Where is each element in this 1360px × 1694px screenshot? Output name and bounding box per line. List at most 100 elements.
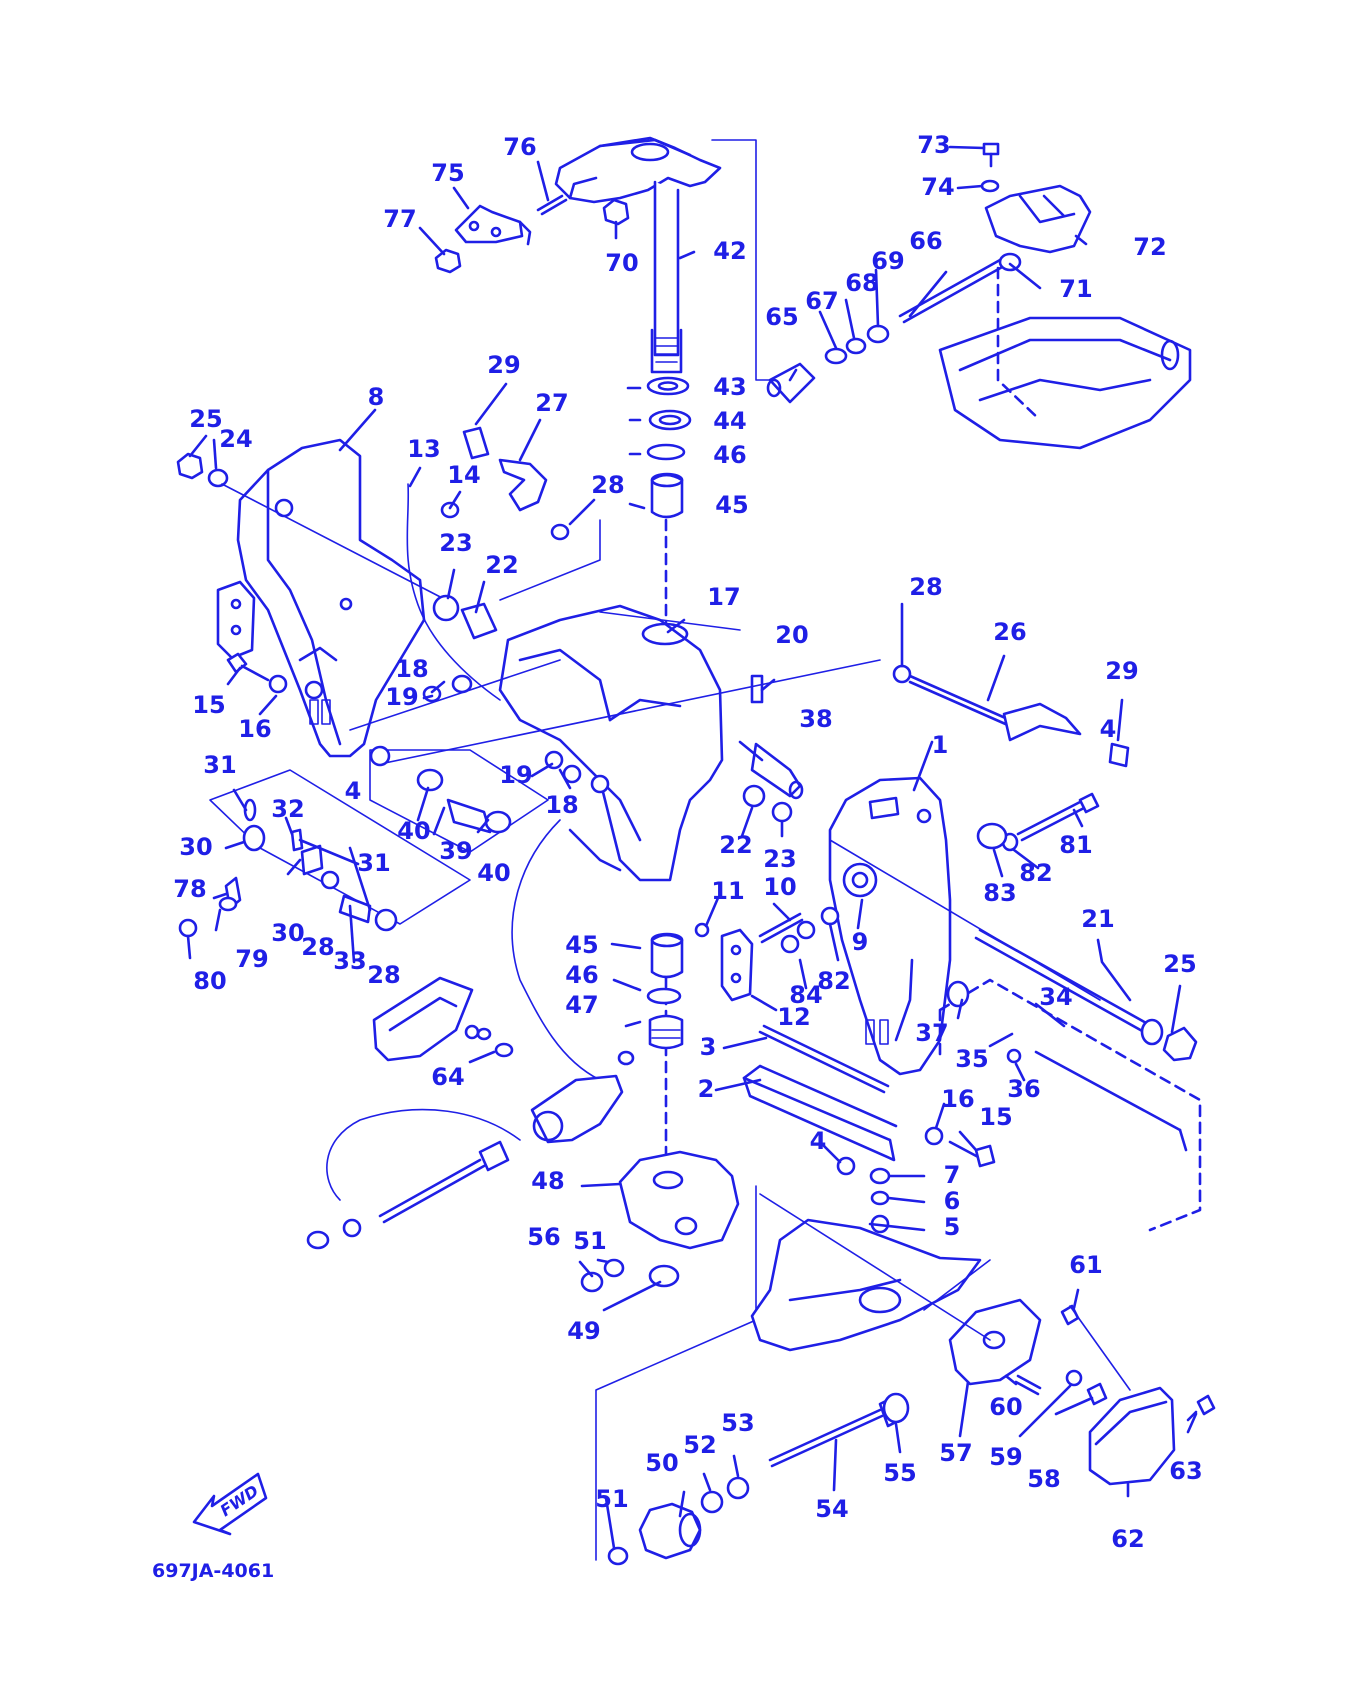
part-label-28: 28 [367, 961, 400, 989]
part-label-35: 35 [955, 1045, 988, 1073]
part-label-37: 37 [915, 1019, 948, 1047]
part-label-4: 4 [345, 777, 362, 805]
nut-25-right [1140, 1018, 1198, 1062]
washer-56 [580, 1271, 604, 1293]
part-label-29: 29 [487, 351, 520, 379]
motor-64 [530, 1074, 624, 1144]
part-label-46: 46 [713, 441, 746, 469]
cable-loop [511, 819, 601, 1081]
part-label-13: 13 [407, 435, 440, 463]
part-label-74: 74 [921, 173, 954, 201]
part-label-51: 51 [573, 1227, 606, 1255]
part-label-81: 81 [1059, 831, 1092, 859]
lever-27 [498, 458, 548, 512]
swivel-bracket-17 [498, 604, 724, 882]
part-label-49: 49 [567, 1317, 600, 1345]
part-label-32: 32 [271, 795, 304, 823]
washer-68 [845, 337, 867, 355]
steering-bracket-part [554, 136, 722, 204]
part-label-29: 29 [1105, 657, 1138, 685]
washer-83 [976, 822, 1008, 850]
part-label-50: 50 [645, 1449, 678, 1477]
part-label-2: 2 [698, 1075, 715, 1103]
parts-19-18-mid [422, 674, 610, 794]
plate-3 [758, 1024, 890, 1094]
part-label-60: 60 [989, 1393, 1022, 1421]
part-label-31: 31 [357, 849, 390, 877]
part-label-30: 30 [179, 833, 212, 861]
part-label-23: 23 [439, 529, 472, 557]
stud-76 [536, 194, 568, 216]
parts-84 [780, 920, 816, 954]
tube-38 [750, 742, 804, 800]
part-4-left [369, 745, 391, 767]
part-4-right [836, 1156, 856, 1176]
part-label-76: 76 [503, 133, 536, 161]
bolt-28-top [550, 523, 570, 541]
lower-case [750, 1218, 982, 1352]
parts-40-39 [416, 768, 512, 834]
part-label-15: 15 [192, 691, 225, 719]
part-label-18: 18 [395, 655, 428, 683]
part-label-68: 68 [845, 269, 878, 297]
part-label-47: 47 [565, 991, 598, 1019]
part-label-71: 71 [1059, 275, 1092, 303]
bolt-58 [1086, 1382, 1108, 1406]
part-label-42: 42 [713, 237, 746, 265]
bracket-75 [454, 204, 532, 246]
washer-51-bottom [607, 1546, 629, 1566]
part-label-45: 45 [715, 491, 748, 519]
bushing-22-top [460, 602, 498, 640]
part-label-77: 77 [383, 205, 416, 233]
part-label-44: 44 [713, 407, 746, 435]
bushing-22-right [742, 784, 766, 808]
part-label-20: 20 [775, 621, 808, 649]
part-label-12: 12 [777, 1003, 810, 1031]
part-label-40: 40 [397, 817, 430, 845]
washer-55 [882, 1392, 910, 1424]
part-label-58: 58 [1027, 1465, 1060, 1493]
cable-loop-lower [326, 1108, 521, 1201]
bolt-63 [1186, 1394, 1216, 1422]
nut-49 [648, 1264, 680, 1288]
part-label-17: 17 [707, 583, 740, 611]
bushing-50 [638, 1502, 702, 1560]
part-label-33: 33 [333, 947, 366, 975]
part-label-25: 25 [1163, 950, 1196, 978]
part-label-5: 5 [944, 1213, 961, 1241]
part-label-75: 75 [431, 159, 464, 187]
washer-51-top [603, 1258, 625, 1278]
part-37 [946, 980, 970, 1008]
bolt-15-right [948, 1140, 996, 1168]
part-number-labels: 1 2 3 4 4 4 5 6 7 8 9 10 11 12 13 14 15 … [173, 131, 1202, 1553]
part-label-62: 62 [1111, 1525, 1144, 1553]
part-label-55: 55 [883, 1459, 916, 1487]
part-label-83: 83 [983, 879, 1016, 907]
cover-62 [1088, 1386, 1176, 1486]
plate-oil-pan [938, 316, 1192, 450]
dashed-box-34 [938, 978, 1202, 1232]
small-parts-64 [464, 1024, 635, 1066]
part-label-15: 15 [979, 1103, 1012, 1131]
fwd-arrow-icon: FWD [192, 1472, 268, 1536]
washer-23-right [771, 801, 793, 823]
part-label-67: 67 [805, 287, 838, 315]
dashed-link-71 [996, 266, 1042, 422]
part-label-25: 25 [189, 405, 222, 433]
part-label-51: 51 [595, 1485, 628, 1513]
bracket-48 [618, 1150, 740, 1250]
clamp-bracket-1 [828, 776, 952, 1076]
bolt-10 [758, 912, 804, 944]
part-label-84: 84 [789, 981, 822, 1009]
washer-lower-left-2 [342, 1218, 362, 1238]
part-label-6: 6 [944, 1187, 961, 1215]
part-label-56: 56 [527, 1223, 560, 1251]
plate-64-area [372, 976, 474, 1062]
part-29-top [462, 426, 490, 460]
part-label-53: 53 [721, 1409, 754, 1437]
part-label-9: 9 [852, 928, 869, 956]
part-9 [820, 906, 840, 926]
bracket-57 [948, 1298, 1042, 1386]
part-label-57: 57 [939, 1439, 972, 1467]
washer-69 [866, 324, 890, 344]
